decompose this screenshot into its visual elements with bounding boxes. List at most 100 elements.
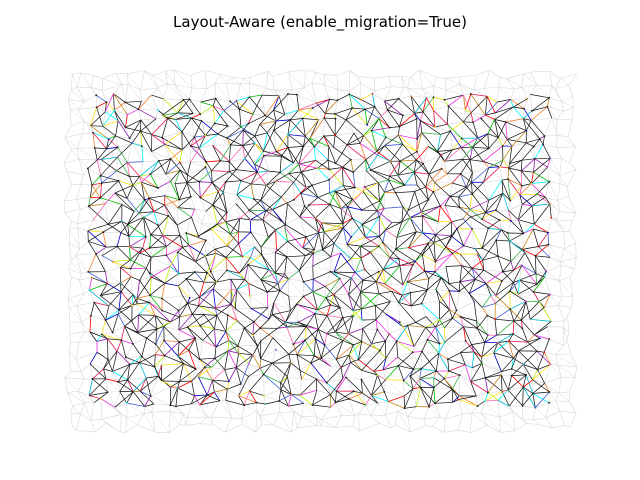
background-edge [90, 315, 106, 321]
net-edge [362, 224, 380, 237]
background-edge [507, 232, 523, 250]
routed-edge [364, 182, 379, 188]
background-edge [68, 261, 72, 270]
background-edge [556, 147, 562, 160]
background-edge [285, 216, 300, 225]
routed-edge [139, 280, 151, 296]
routed-edge [131, 321, 139, 333]
routed-edge [187, 296, 200, 304]
background-edge [284, 93, 289, 115]
background-edge [102, 78, 122, 85]
background-edge [106, 148, 118, 158]
routed-edge [145, 257, 152, 269]
background-edge [88, 395, 95, 403]
background-edge [129, 130, 141, 139]
routed-edge [352, 218, 366, 238]
net-edge [91, 184, 101, 199]
net-edge [378, 246, 391, 259]
net-edge [342, 333, 349, 341]
routed-edge [342, 317, 349, 334]
routed-edge [177, 341, 180, 357]
background-edge [191, 403, 200, 406]
background-edge [483, 182, 490, 201]
background-edge [305, 69, 317, 73]
net-edge [414, 254, 423, 262]
routed-edge [330, 271, 340, 279]
background-edge [484, 86, 500, 89]
net-edge [254, 143, 265, 157]
routed-edge [323, 231, 335, 244]
routed-edge [305, 136, 315, 147]
background-edge [544, 377, 562, 384]
routed-edge [413, 172, 418, 186]
background-edge [568, 73, 578, 86]
background-edge [80, 205, 89, 210]
background-edge [545, 196, 558, 201]
routed-edge [130, 247, 143, 261]
background-edge [75, 358, 82, 372]
background-edge [170, 158, 181, 163]
background-edge [531, 118, 552, 121]
background-edge [360, 143, 378, 152]
background-edge [71, 276, 80, 281]
routed-edge [399, 261, 416, 266]
background-edge [557, 200, 577, 214]
background-edge [390, 291, 393, 302]
background-edge [288, 278, 304, 282]
routed-edge [284, 203, 288, 225]
routed-edge [211, 160, 221, 171]
routed-edge [114, 184, 133, 194]
routed-edge [299, 204, 310, 218]
background-edge [77, 87, 85, 103]
routed-edge [376, 145, 385, 152]
background-edge [316, 390, 331, 395]
background-edge [461, 121, 464, 139]
net-edge [421, 215, 437, 235]
routed-edge [248, 115, 266, 124]
routed-edge [407, 270, 425, 283]
routed-edge [214, 123, 228, 127]
net-edge [149, 160, 160, 175]
background-edge [287, 376, 302, 380]
background-edge [335, 132, 355, 136]
routed-edge [411, 303, 422, 307]
routed-edge [435, 289, 440, 302]
background-edge [433, 387, 453, 390]
routed-edge [335, 191, 348, 208]
background-edge [64, 377, 68, 393]
routed-edge [120, 283, 122, 292]
background-edge [266, 71, 269, 89]
background-edge [293, 411, 298, 429]
background-edge [277, 328, 294, 345]
background-edge [249, 198, 255, 211]
net-edge [199, 182, 213, 198]
background-edge [150, 256, 171, 267]
routed-edge [370, 169, 390, 177]
net-edge [273, 95, 280, 111]
routed-edge [243, 129, 256, 144]
background-edge [178, 295, 183, 311]
routed-edge [164, 144, 183, 151]
routed-edge [502, 271, 514, 283]
background-edge [248, 363, 264, 375]
background-edge [107, 392, 116, 408]
routed-edge [239, 108, 253, 115]
routed-edge [337, 93, 350, 101]
routed-edge [375, 305, 387, 315]
background-edge [175, 112, 178, 120]
net-edge [126, 198, 140, 214]
net-edge [487, 96, 498, 103]
routed-edge [179, 196, 191, 200]
background-edge [345, 377, 362, 380]
routed-edge [346, 132, 355, 146]
background-edge [81, 321, 85, 332]
net-edge [420, 120, 436, 128]
net-edge [200, 191, 219, 199]
background-edge [64, 137, 72, 150]
background-edge [547, 106, 564, 112]
routed-edge [395, 248, 416, 262]
routed-edge [230, 129, 244, 146]
background-edge [301, 378, 317, 380]
background-edge [166, 246, 183, 248]
background-edge [560, 257, 577, 262]
